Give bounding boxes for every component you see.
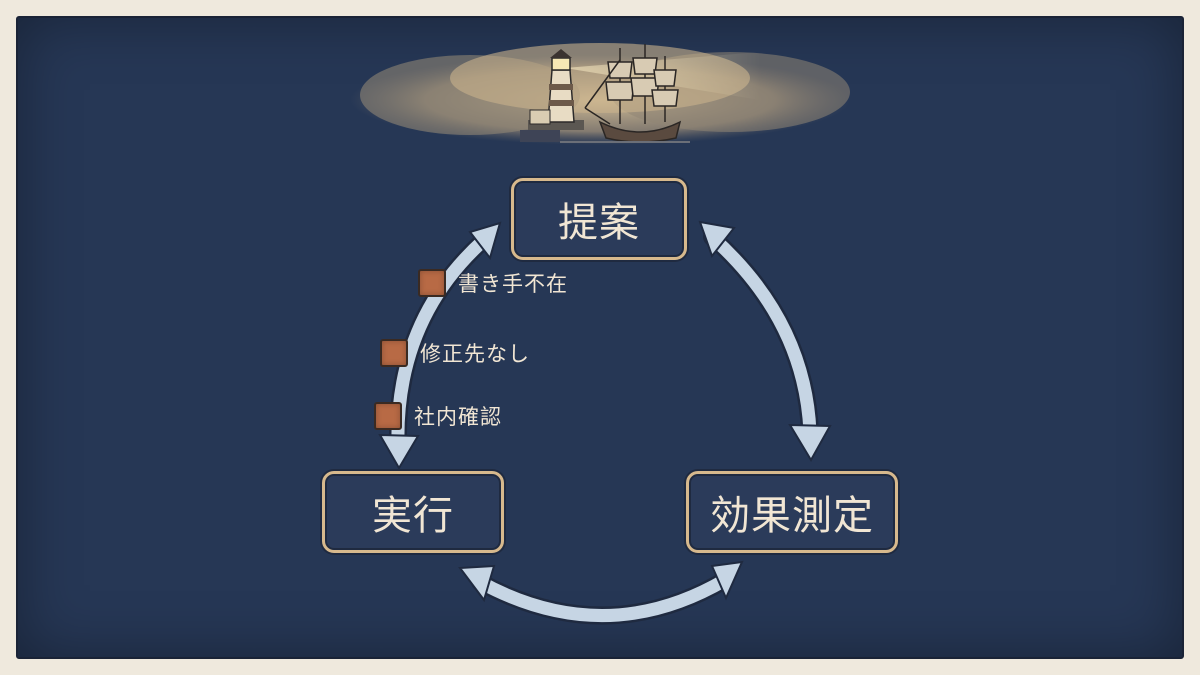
arrowhead-up-right — [698, 220, 736, 259]
obstacle-label: 書き手不在 — [458, 272, 568, 296]
node-execution: 実行 — [322, 471, 504, 553]
arrowhead-up-left — [468, 221, 502, 261]
arrowhead-bottom-left — [458, 564, 496, 603]
arrowhead-bottom-right — [710, 560, 744, 601]
obstacle-item: 書き手不在 — [418, 268, 568, 298]
obstacle-label: 修正先なし — [420, 342, 530, 366]
lighthouse-illustration — [520, 49, 584, 142]
obstacle-block-icon — [418, 269, 446, 297]
obstacle-item: 修正先なし — [380, 338, 530, 368]
arrowhead-down-left — [378, 433, 420, 470]
obstacle-block-icon — [374, 402, 402, 430]
node-measure: 効果測定 — [686, 471, 898, 553]
obstacle-label: 社内確認 — [414, 405, 502, 429]
arrow-proposal-to-measure — [703, 228, 819, 441]
cloud-illustration — [350, 43, 850, 145]
sailing-ship-illustration — [560, 44, 690, 143]
arrowhead-down-right — [788, 423, 832, 462]
obstacle-item: 社内確認 — [374, 401, 502, 431]
node-proposal: 提案 — [511, 178, 687, 260]
obstacle-block-icon — [380, 339, 408, 367]
